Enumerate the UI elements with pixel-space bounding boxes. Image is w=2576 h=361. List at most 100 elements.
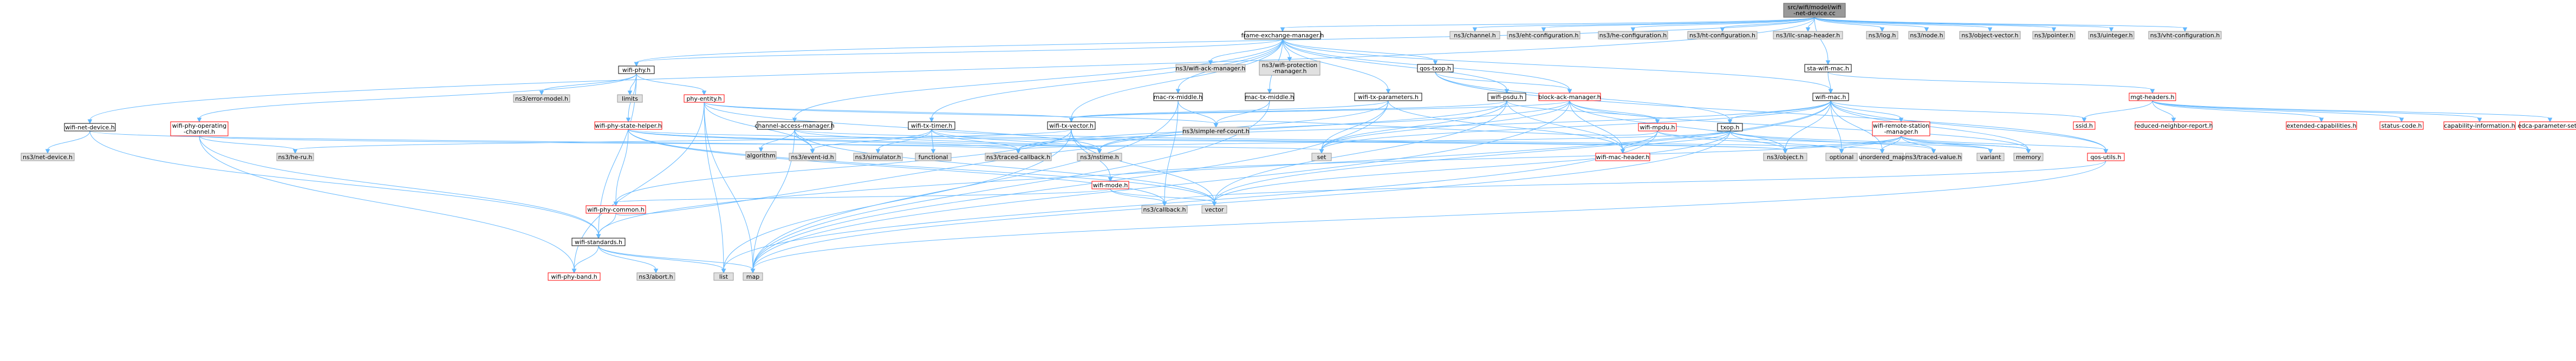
node-wifiphyopch[interactable]: wifi-phy-operating-channel.h [170, 121, 229, 136]
node-ssid[interactable]: ssid.h [2073, 121, 2096, 130]
node-ns3objvec[interactable]: ns3/object-vector.h [1959, 31, 2021, 40]
node-ns3netdev[interactable]: ns3/net-device.h [21, 153, 75, 161]
node-wifitxvector[interactable]: wifi-tx-vector.h [1047, 121, 1096, 130]
node-ns3log[interactable]: ns3/log.h [1866, 31, 1898, 40]
edge-wifimode-to-wifiphycommon [613, 188, 1111, 207]
node-wifitxtimer[interactable]: wifi-tx-timer.h [908, 121, 955, 130]
node-wifiphyband[interactable]: wifi-phy-band.h [548, 272, 601, 281]
node-map[interactable]: map [743, 272, 763, 281]
edge-wifiphycommon-to-ns3nstime [615, 148, 1102, 215]
node-ns3eht[interactable]: ns3/eht-configuration.h [1507, 31, 1580, 40]
edge-wifipsdu-to-vector [1212, 100, 1507, 207]
node-ns3pointer[interactable]: ns3/pointer.h [2032, 31, 2076, 40]
node-ns3llc[interactable]: ns3/llc-snap-header.h [1773, 31, 1843, 40]
node-optional[interactable]: optional [1825, 153, 1858, 161]
node-wifimode[interactable]: wifi-mode.h [1091, 181, 1129, 189]
edge-wifiphy-to-errmodel [539, 73, 637, 96]
node-chanaccmgr[interactable]: channel-access-manager.h [754, 121, 835, 130]
node-algorithm[interactable]: algorithm [745, 151, 777, 160]
node-phyentity[interactable]: phy-entity.h [684, 94, 725, 103]
node-wifimpdu[interactable]: wifi-mpdu.h [1638, 123, 1677, 132]
node-ns3traced[interactable]: ns3/traced-callback.h [985, 153, 1052, 161]
edge-txop-to-wifimacheader [1620, 130, 1731, 154]
node-memory[interactable]: memory [2013, 153, 2044, 161]
node-wifiremote[interactable]: wifi-remote-station-manager.h [1872, 121, 1930, 136]
node-functional[interactable]: functional [915, 153, 952, 161]
node-label: ns3/wifi-protection [1262, 62, 1318, 69]
node-capinfo[interactable]: capability-information.h [2443, 121, 2516, 130]
edge-fem-to-wifitxparams [1282, 38, 1391, 94]
node-ns3ht[interactable]: ns3/ht-configuration.h [1687, 31, 1758, 40]
node-set[interactable]: set [1311, 153, 1332, 161]
node-label: mac-tx-middle.h [1245, 94, 1294, 101]
node-label: ns3/eht-configuration.h [1509, 32, 1579, 39]
node-label: wifi-phy-common.h [587, 206, 645, 213]
node-txop[interactable]: txop.h [1717, 123, 1743, 132]
edge-root-to-ns3eht [1541, 17, 1815, 32]
edge-qosutils-to-ns3callback [1162, 160, 2106, 207]
node-limits[interactable]: limits [617, 94, 643, 103]
node-macrxmid[interactable]: mac-rx-middle.h [1153, 93, 1203, 101]
node-label: mac-rx-middle.h [1154, 94, 1202, 101]
node-wifimac[interactable]: wifi-mac.h [1812, 93, 1849, 101]
node-wifinetdevh[interactable]: wifi-net-device.h [64, 123, 116, 132]
node-wifipsdu[interactable]: wifi-psdu.h [1487, 93, 1526, 101]
node-fem[interactable]: frame-exchange-manager.h [1241, 31, 1324, 40]
node-mactxmid[interactable]: mac-tx-middle.h [1245, 93, 1294, 101]
node-label: ns3/net-device.h [23, 154, 73, 161]
node-root[interactable]: src/wifi/model/wifi-net-device.cc [1783, 3, 1846, 18]
node-ns3nstime[interactable]: ns3/nstime.h [1077, 153, 1122, 161]
node-label: ns3/object.h [1767, 154, 1804, 161]
node-vector[interactable]: vector [1201, 205, 1227, 214]
node-qosutils[interactable]: qos-utils.h [2087, 153, 2125, 161]
node-wifimacheader[interactable]: wifi-mac-header.h [1595, 153, 1650, 161]
node-label: wifi-phy-state-helper.h [595, 122, 662, 129]
node-label: ns3/simple-ref-count.h [1182, 128, 1250, 135]
edge-wifimode-to-ns3callback [1110, 188, 1167, 207]
node-ns3eventid[interactable]: ns3/event-id.h [789, 153, 836, 161]
node-ns3vht[interactable]: ns3/vht-configuration.h [2148, 31, 2222, 40]
node-ns3channel[interactable]: ns3/channel.h [1449, 31, 1500, 40]
node-ns3uint[interactable]: ns3/uinteger.h [2088, 31, 2135, 40]
node-wpm[interactable]: ns3/wifi-protection-manager.h [1259, 61, 1320, 76]
node-blockack[interactable]: block-ack-manager.h [1538, 93, 1601, 101]
node-ns3abort[interactable]: ns3/abort.h [636, 272, 675, 281]
node-ns3callback[interactable]: ns3/callback.h [1141, 205, 1188, 214]
edge-qostxop-to-blockack [1435, 71, 1572, 94]
node-list[interactable]: list [713, 272, 734, 281]
node-wifiphycommon[interactable]: wifi-phy-common.h [586, 205, 646, 214]
node-ns3node[interactable]: ns3/node.h [1908, 31, 1945, 40]
node-ns3tracedval[interactable]: ns3/traced-value.h [1905, 153, 1962, 161]
node-wifiphystate[interactable]: wifi-phy-state-helper.h [594, 121, 662, 130]
node-ns3simpleref[interactable]: ns3/simple-ref-count.h [1182, 127, 1250, 135]
node-mgtheaders[interactable]: mgt-headers.h [2129, 93, 2176, 101]
node-ns3object[interactable]: ns3/object.h [1763, 153, 1807, 161]
node-variant[interactable]: variant [1976, 153, 2005, 161]
node-ns3sim[interactable]: ns3/simulator.h [853, 153, 903, 161]
node-label: reduced-neighbor-report.h [2134, 122, 2213, 129]
node-wifitxparams[interactable]: wifi-tx-parameters.h [1354, 93, 1422, 101]
node-label: ns3/event-id.h [791, 154, 834, 161]
node-reducednr[interactable]: reduced-neighbor-report.h [2134, 121, 2213, 130]
node-ns3heru[interactable]: ns3/he-ru.h [276, 153, 314, 161]
edge-wifimpdu-to-wifimacheader [1620, 130, 1658, 154]
node-label: ns3/callback.h [1143, 206, 1186, 213]
node-unordmap[interactable]: unordered_map [1859, 153, 1906, 161]
node-errmodel[interactable]: ns3/error-model.h [513, 94, 570, 103]
node-qostxop[interactable]: qos-txop.h [1417, 64, 1454, 73]
edge-wifitxvector-to-ns3heru [292, 129, 1072, 154]
node-edca[interactable]: edca-parameter-set.h [2518, 121, 2576, 130]
node-wifistandards[interactable]: wifi-standards.h [571, 238, 626, 246]
node-ns3he[interactable]: ns3/he-configuration.h [1598, 31, 1668, 40]
edge-fem-to-chanaccmgr [792, 38, 1283, 123]
edge-stawifimac-to-mgtheaders [1827, 71, 2155, 94]
node-label: functional [919, 154, 948, 161]
node-wifiphy[interactable]: wifi-phy.h [618, 65, 655, 74]
node-extcap[interactable]: extended-capabilities.h [2286, 121, 2357, 130]
node-label: -manager.h [1273, 68, 1307, 75]
node-wam[interactable]: ns3/wifi-ack-manager.h [1175, 64, 1246, 73]
edge-wifiremote-to-ns3tracedval [1901, 135, 1936, 154]
node-statuscode[interactable]: status-code.h [2379, 121, 2424, 130]
node-label: algorithm [746, 152, 775, 159]
node-stawifimac[interactable]: sta-wifi-mac.h [1804, 64, 1852, 73]
